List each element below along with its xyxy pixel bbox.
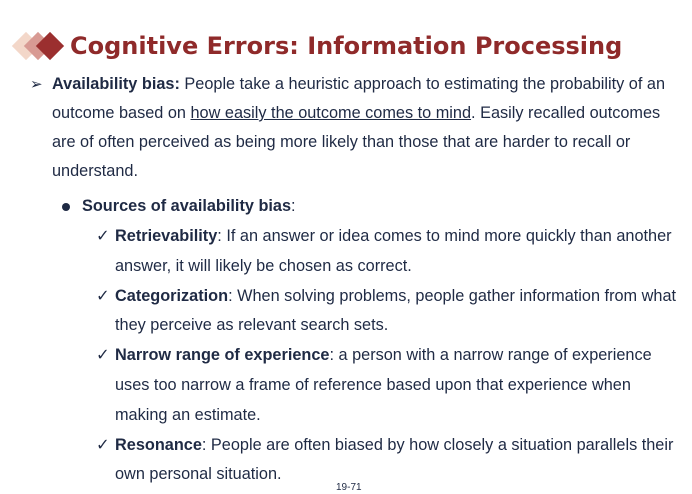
title-row: Cognitive Errors: Information Processing bbox=[10, 28, 622, 64]
sources-term: Sources of availability bias bbox=[82, 197, 292, 215]
checkmark-icon: ✓ bbox=[96, 435, 110, 454]
availability-bias-underlined: how easily the outcome comes to mind bbox=[190, 104, 472, 122]
list-item-text: : If an answer or idea comes to mind mor… bbox=[115, 227, 672, 275]
list-item-term: Narrow range of experience bbox=[115, 346, 330, 365]
availability-bias-desc-1: People take a heuristic approach to esti… bbox=[52, 75, 666, 122]
sources-suffix: : bbox=[291, 197, 296, 215]
checkmark-icon: ✓ bbox=[96, 346, 110, 365]
round-bullet-icon bbox=[62, 203, 70, 211]
slide-title: Cognitive Errors: Information Processing bbox=[70, 32, 623, 60]
page-number: 19-71 bbox=[336, 482, 362, 493]
list-item: ✓ Narrow range of experience: a person w… bbox=[96, 341, 681, 430]
checkmark-icon: ✓ bbox=[96, 286, 110, 305]
diamond-logo-icon bbox=[10, 28, 68, 64]
list-item-text: : People are often biased by how closely… bbox=[115, 435, 674, 484]
list-item-text: : a person with a narrow range of experi… bbox=[115, 346, 652, 424]
list-item-term: Resonance bbox=[115, 435, 202, 454]
list-item: ✓ Categorization: When solving problems,… bbox=[96, 282, 681, 342]
list-item-term: Retrievability bbox=[115, 227, 218, 245]
list-item: ✓ Retrievability: If an answer or idea c… bbox=[96, 222, 681, 282]
sources-bullet: Sources of availability bias: bbox=[62, 192, 682, 221]
list-item: ✓ Resonance: People are often biased by … bbox=[96, 431, 681, 491]
availability-bias-bullet: ➢ Availability bias: People take a heuri… bbox=[30, 70, 680, 186]
availability-bias-desc-2: . Easily recalled outcomes are of often … bbox=[52, 104, 661, 180]
arrow-bullet-icon: ➢ bbox=[30, 76, 43, 93]
availability-bias-text: Availability bias: People take a heurist… bbox=[52, 70, 680, 186]
list-item-text: : When solving problems, people gather i… bbox=[115, 286, 677, 335]
checkmark-icon: ✓ bbox=[96, 227, 110, 245]
availability-bias-term: Availability bias: bbox=[52, 75, 180, 93]
list-item-term: Categorization bbox=[115, 286, 229, 305]
sources-list: ✓ Retrievability: If an answer or idea c… bbox=[96, 222, 681, 490]
